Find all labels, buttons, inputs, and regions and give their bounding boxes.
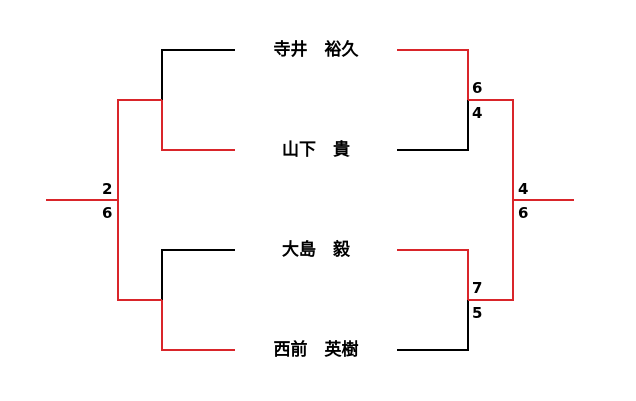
score-right-bottom-upper: 7 <box>472 279 483 297</box>
left-line-lower-pair <box>117 200 162 301</box>
player-name: 大島 毅 <box>282 240 350 260</box>
score-right-top-lower: 4 <box>472 104 483 122</box>
left-line-upper-pair <box>117 99 162 200</box>
right-line-lower-pair <box>468 200 514 301</box>
score-left-semi-bottom: 6 <box>102 204 113 222</box>
right-line-player-3 <box>397 249 469 300</box>
left-line-player-1 <box>161 49 235 100</box>
score-right-final-upper: 4 <box>518 180 529 198</box>
left-line-player-3 <box>161 249 235 300</box>
score-left-semi-top: 2 <box>102 180 113 198</box>
score-right-bottom-lower: 5 <box>472 304 483 322</box>
player-name: 寺井 裕久 <box>273 40 359 60</box>
left-line-player-2 <box>161 100 235 151</box>
right-line-player-4 <box>397 300 469 351</box>
score-right-final-lower: 6 <box>518 204 529 222</box>
left-line-player-4 <box>161 300 235 351</box>
score-right-top-upper: 6 <box>472 79 483 97</box>
player-name: 西前 英樹 <box>273 340 359 360</box>
right-line-player-2 <box>397 100 469 151</box>
player-name: 山下 貴 <box>282 140 350 160</box>
right-line-upper-pair <box>468 99 514 200</box>
right-line-player-1 <box>397 49 469 100</box>
